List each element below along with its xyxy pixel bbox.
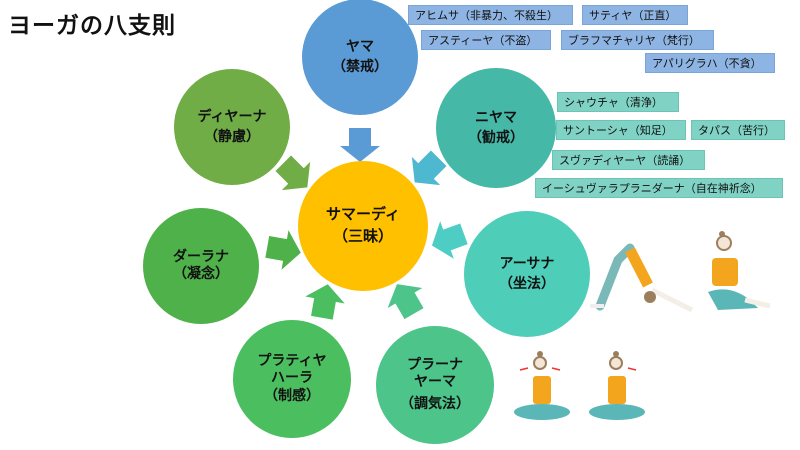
niyama-name: ニヤマ xyxy=(475,109,517,126)
pranayama-name-2: ヤーマ xyxy=(414,374,456,391)
samadhi-name: サマーディ xyxy=(326,205,400,224)
breathing-pose-illustration-right xyxy=(589,351,645,420)
samadhi-meaning: （三昧） xyxy=(332,227,393,245)
dharana-name: ダーラナ xyxy=(173,249,229,266)
circle-pranayama: プラーナ ヤーマ （調気法） xyxy=(376,326,494,444)
yama-item: アヒムサ（非暴力、不殺生） xyxy=(408,5,573,25)
pratyahara-name-2: ハーラ xyxy=(271,370,313,387)
circle-samadhi: サマーディ （三昧） xyxy=(298,161,428,291)
niyama-item: タパス（苦行） xyxy=(691,120,785,140)
yama-name: ヤマ xyxy=(346,38,374,55)
circle-pratyahara: プラティヤ ハーラ （制感） xyxy=(233,320,351,438)
pranayama-name-1: プラーナ xyxy=(407,356,463,373)
asana-name: アーサナ xyxy=(499,255,555,272)
yama-item: アパリグラハ（不貪） xyxy=(645,53,775,73)
circle-yama: ヤマ （禁戒） xyxy=(302,0,418,115)
circle-dharana: ダーラナ （凝念） xyxy=(143,208,259,324)
circle-asana: アーサナ （坐法） xyxy=(464,211,590,337)
asana-meaning: （坐法） xyxy=(499,276,555,292)
dhyana-name: ディヤーナ xyxy=(197,108,267,125)
niyama-item: サントーシャ（知足） xyxy=(556,120,686,140)
yama-meaning: （禁戒） xyxy=(332,59,388,75)
yama-item: サティヤ（正直） xyxy=(582,5,688,25)
circle-dhyana: ディヤーナ （静慮） xyxy=(174,69,290,185)
niyama-item: シャウチャ（清浄） xyxy=(557,92,679,112)
twist-pose-illustration xyxy=(708,231,771,310)
pratyahara-meaning: （制感） xyxy=(264,387,320,404)
breathing-pose-illustration-left xyxy=(514,351,570,420)
niyama-item: イーシュヴァラプラニダーナ（自在神祈念） xyxy=(535,178,783,198)
pranayama-meaning: （調気法） xyxy=(400,395,470,412)
circle-niyama: ニヤマ （勧戒） xyxy=(436,68,556,188)
yama-item: ブラフマチャリヤ（梵行） xyxy=(561,30,714,50)
page-title: ヨーガの八支則 xyxy=(8,13,176,39)
niyama-item: スヴァディヤーヤ（読誦） xyxy=(552,150,705,170)
dharana-meaning: （凝念） xyxy=(173,266,229,282)
yama-item: アスティーヤ（不盗） xyxy=(421,30,551,50)
dhyana-meaning: （静慮） xyxy=(204,129,260,145)
niyama-meaning: （勧戒） xyxy=(468,130,524,146)
pratyahara-name-1: プラティヤ xyxy=(257,352,327,369)
downward-dog-pose-illustration xyxy=(590,243,694,313)
